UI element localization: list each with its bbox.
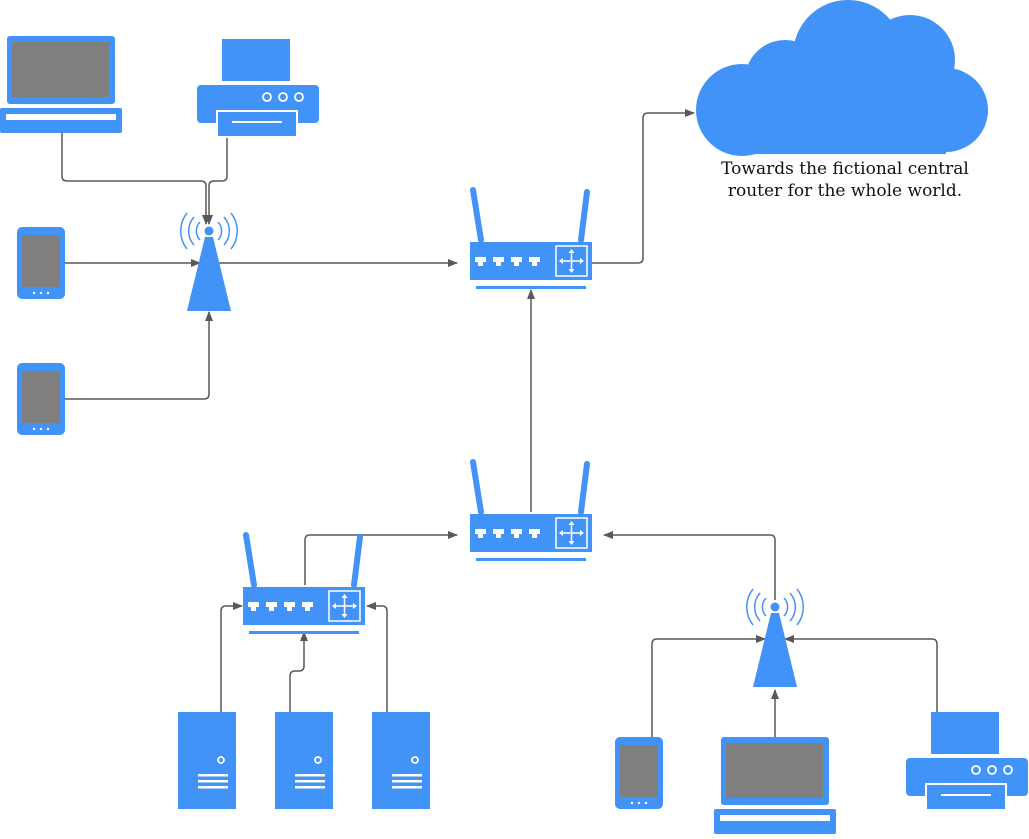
link-server1-to-router xyxy=(220,602,243,712)
tablet-icon xyxy=(17,227,65,299)
link-printer2-to-ap2 xyxy=(784,635,938,712)
link-laptop-to-ap xyxy=(61,133,210,225)
server-tower-icon xyxy=(177,711,237,810)
link-printer-to-ap xyxy=(205,136,228,225)
link-server3-to-router xyxy=(366,602,388,712)
laptop-icon xyxy=(714,737,836,834)
server-tower-icon xyxy=(371,711,431,810)
printer-icon xyxy=(905,711,1029,811)
server-tower-icon xyxy=(274,711,334,810)
link-ap2-to-mid-router xyxy=(603,531,776,600)
wireless-access-point-icon xyxy=(745,588,805,688)
printer-icon xyxy=(196,38,320,138)
cloud-icon xyxy=(696,0,988,156)
link-server2-to-router xyxy=(289,631,308,712)
cloud-caption: Towards the fictional central router for… xyxy=(690,158,1000,202)
link-phone-to-ap xyxy=(65,311,213,400)
tablet-icon xyxy=(615,737,663,809)
laptop-icon xyxy=(0,36,122,133)
wireless-access-point-icon xyxy=(179,212,239,312)
router-icon xyxy=(243,535,365,634)
link-left-router-to-mid-router xyxy=(304,531,458,585)
phone-icon xyxy=(17,363,65,435)
link-router-to-cloud xyxy=(592,109,695,264)
cloud-caption-line-2: router for the whole world. xyxy=(727,181,963,201)
connectors xyxy=(61,109,938,737)
cloud-caption-line-1: Towards the fictional central xyxy=(721,159,969,179)
link-tablet2-to-ap2 xyxy=(651,635,766,737)
router-icon xyxy=(470,190,592,289)
